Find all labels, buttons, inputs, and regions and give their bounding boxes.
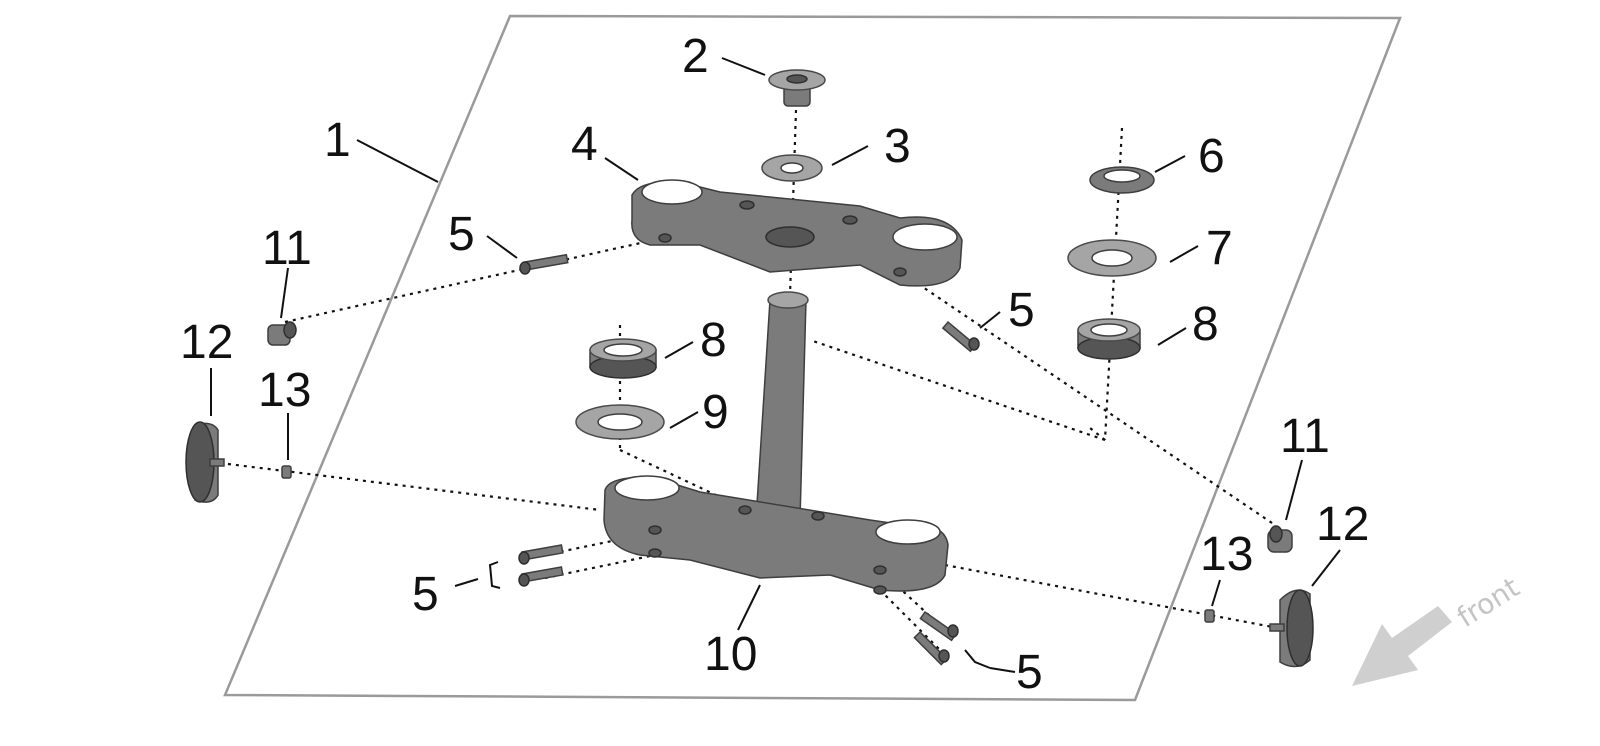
- screw-upper-left: [519, 253, 569, 275]
- damper-right-part: [1269, 589, 1314, 668]
- callout-4: 4: [571, 118, 598, 171]
- screw-lower-left-2: [518, 566, 564, 587]
- callout-12-right: 12: [1316, 498, 1369, 551]
- dust-cover-part: [1067, 239, 1157, 277]
- callout-11-left: 11: [262, 222, 312, 275]
- seal-ring-part: [575, 404, 665, 440]
- front-arrow-icon: [1352, 606, 1452, 686]
- callout-10: 10: [704, 628, 757, 681]
- front-label: front: [1451, 571, 1525, 634]
- lower-bearing-part: [589, 338, 657, 379]
- callout-1: 1: [324, 114, 351, 167]
- leader-lines: [210, 57, 1341, 673]
- callout-5-upper-left: 5: [448, 208, 475, 261]
- spacer-left-part: [267, 321, 297, 346]
- screw-lower-right-2: [913, 630, 950, 666]
- callout-12-left: 12: [180, 316, 233, 369]
- callout-11-right: 11: [1280, 410, 1330, 463]
- stem-nut-part: [768, 69, 826, 107]
- callout-8-right: 8: [1192, 298, 1219, 351]
- screw-parts: [518, 253, 980, 666]
- callout-5-upper-right: 5: [1008, 284, 1035, 337]
- screw-upper-right: [941, 320, 980, 353]
- nut-small-right-part: [1204, 609, 1215, 623]
- upper-bearing-part: [1077, 318, 1141, 360]
- callout-numbers: 1 2 3 4 5 5 5 5 6 7 8 8 9 10 11 11 12 12…: [180, 30, 1369, 699]
- callout-13-left: 13: [258, 364, 311, 417]
- nut-small-left-part: [281, 465, 292, 479]
- adjusting-nut-part: [1089, 166, 1155, 194]
- callout-3: 3: [884, 120, 911, 173]
- screw-lower-left-1: [518, 544, 564, 565]
- callout-5-lower-right: 5: [1016, 646, 1043, 699]
- callout-8-left: 8: [700, 314, 727, 367]
- damper-left-part: [185, 421, 225, 503]
- callout-13-right: 13: [1200, 528, 1253, 581]
- screw-lower-right-1: [919, 610, 959, 642]
- callout-2: 2: [682, 30, 709, 83]
- spacer-right-part: [1267, 525, 1293, 553]
- assembly-frame: [223, 14, 1402, 702]
- washer-part: [761, 154, 823, 182]
- callout-7: 7: [1206, 222, 1233, 275]
- callout-5-lower-left: 5: [412, 568, 439, 621]
- lower-clamp-part: [603, 291, 949, 595]
- front-direction-indicator: front: [1352, 571, 1525, 686]
- callout-6: 6: [1198, 130, 1225, 183]
- upper-clamp-part: [631, 179, 963, 287]
- callout-9: 9: [702, 386, 729, 439]
